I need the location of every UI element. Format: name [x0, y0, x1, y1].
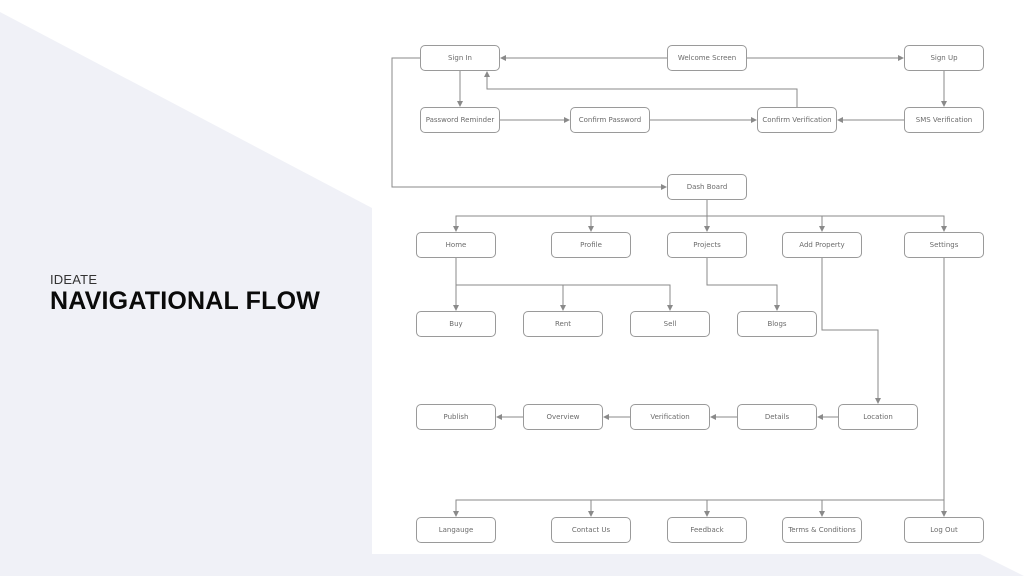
node-sign-up: Sign Up [904, 45, 984, 71]
node-terms: Terms & Conditions [782, 517, 862, 543]
node-overview: Overview [523, 404, 603, 430]
node-sms-verification: SMS Verification [904, 107, 984, 133]
node-home: Home [416, 232, 496, 258]
node-buy: Buy [416, 311, 496, 337]
edge-signin-dashboard [391, 57, 667, 190]
node-log-out: Log Out [904, 517, 984, 543]
node-dashboard: Dash Board [667, 174, 747, 200]
node-details: Details [737, 404, 817, 430]
edge-dash-addproperty [707, 215, 825, 232]
edge-confirmver-signin [484, 71, 798, 107]
edge-home-rent [456, 284, 566, 311]
node-sell: Sell [630, 311, 710, 337]
page-title: NAVIGATIONAL FLOW [50, 287, 321, 315]
node-contact-us: Contact Us [551, 517, 631, 543]
node-add-property: Add Property [782, 232, 862, 258]
edge-settings-language [453, 258, 945, 517]
section-eyebrow: IDEATE [50, 272, 98, 287]
node-welcome-screen: Welcome Screen [667, 45, 747, 71]
node-location: Location [838, 404, 918, 430]
edge-home-sell [563, 284, 673, 311]
node-profile: Profile [551, 232, 631, 258]
edge-projects-blogs [706, 258, 780, 311]
node-sign-in: Sign In [420, 45, 500, 71]
node-projects: Projects [667, 232, 747, 258]
node-confirm-verification: Confirm Verification [757, 107, 837, 133]
node-verification: Verification [630, 404, 710, 430]
node-language: Langauge [416, 517, 496, 543]
node-blogs: Blogs [737, 311, 817, 337]
edge-dash-settings [822, 215, 947, 232]
node-confirm-password: Confirm Password [570, 107, 650, 133]
background-shape [0, 12, 1024, 576]
node-publish: Publish [416, 404, 496, 430]
edge-dash-home [453, 200, 708, 232]
edge-addproperty-location [821, 258, 881, 404]
node-password-reminder: Password Reminder [420, 107, 500, 133]
node-feedback: Feedback [667, 517, 747, 543]
node-settings: Settings [904, 232, 984, 258]
node-rent: Rent [523, 311, 603, 337]
